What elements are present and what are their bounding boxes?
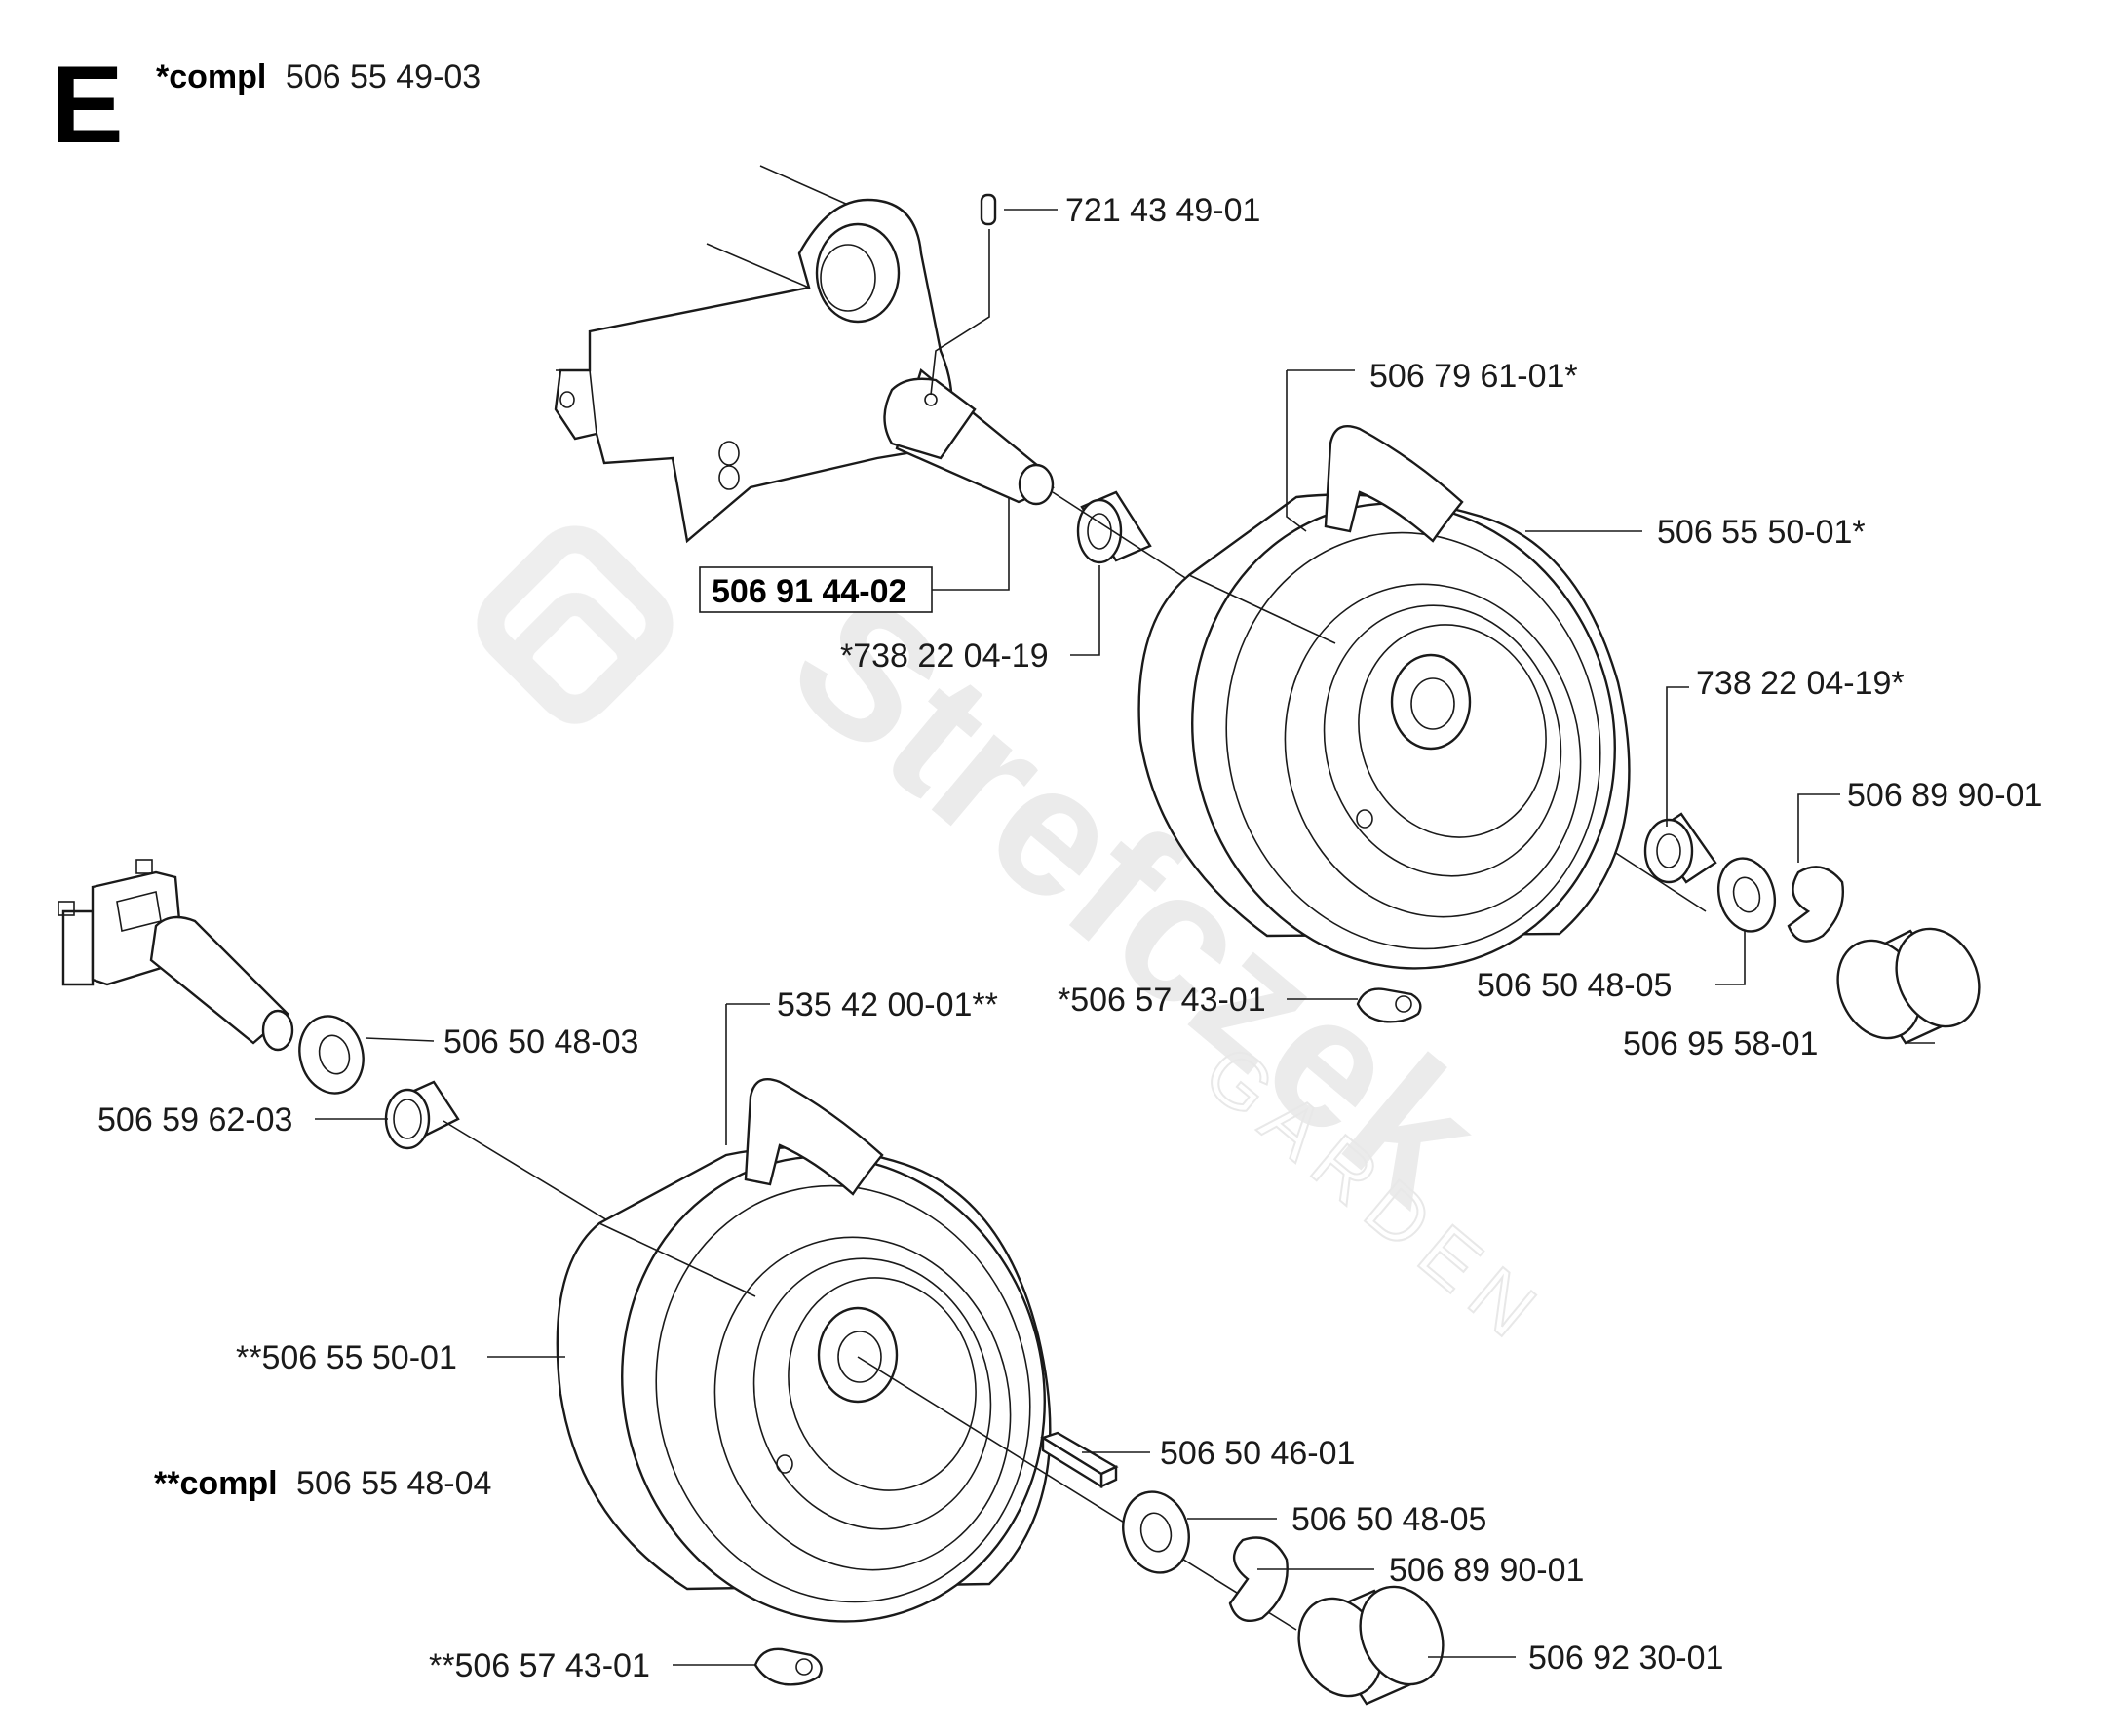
- lower-hub-cap: [1297, 1585, 1445, 1706]
- label-506-91-44-02: 506 91 44-02: [712, 573, 906, 610]
- lower-axle-shaft: [149, 915, 294, 1052]
- upper-valve-clip: [1356, 987, 1422, 1023]
- mounting-bracket: [554, 165, 953, 544]
- watermark-logo-icon: [477, 525, 674, 724]
- label-506-50-48-03: 506 50 48-03: [443, 1023, 638, 1061]
- upper-circlip: [1787, 866, 1844, 943]
- label-738-22-04-19-pre: *738 22 04-19: [840, 637, 1049, 675]
- leader-lines: [315, 209, 1935, 1666]
- lower-washer-left: [298, 1015, 365, 1095]
- label-506-57-43-01-bot: **506 57 43-01: [429, 1647, 650, 1684]
- lower-valve-clip: [753, 1647, 823, 1686]
- label-506-92-30-01: 506 92 30-01: [1528, 1640, 1723, 1677]
- upper-washer: [1717, 857, 1776, 933]
- lower-wheel: [556, 1077, 1052, 1623]
- roll-pin: [980, 193, 997, 226]
- label-506-50-48-05-top: 506 50 48-05: [1477, 967, 1672, 1004]
- label-506-50-46-01: 506 50 46-01: [1160, 1435, 1355, 1472]
- lower-compl-prefix: **compl: [154, 1465, 278, 1502]
- lower-circlip: [1228, 1536, 1289, 1623]
- label-506-50-48-05-bot: 506 50 48-05: [1291, 1501, 1486, 1538]
- upper-axle-shaft: [883, 367, 1055, 506]
- upper-hub-cap: [1836, 927, 1981, 1045]
- lower-bushing: [384, 1080, 460, 1150]
- label-506-57-43-01-top: *506 57 43-01: [1058, 982, 1266, 1019]
- upper-compl-number: 506 55 49-03: [286, 58, 481, 96]
- label-535-42-00-01: 535 42 00-01**: [777, 986, 998, 1023]
- label-721-43-49-01: 721 43 49-01: [1065, 192, 1260, 229]
- wheel-key: [1040, 1431, 1119, 1489]
- lower-compl-number: 506 55 48-04: [296, 1465, 491, 1502]
- label-506-79-61-01: 506 79 61-01*: [1369, 358, 1578, 395]
- section-letter: E: [51, 44, 124, 166]
- upper-wheel: [1137, 424, 1631, 970]
- label-506-55-50-01-dbl: **506 55 50-01: [236, 1339, 457, 1376]
- label-506-95-58-01: 506 95 58-01: [1623, 1025, 1818, 1062]
- label-506-89-90-01-top: 506 89 90-01: [1847, 777, 2042, 814]
- label-506-91-44-02-box: 506 91 44-02: [699, 566, 933, 613]
- upper-bearing-left: [1076, 490, 1152, 564]
- lower-washer-right: [1122, 1490, 1190, 1574]
- upper-bearing-right: [1643, 812, 1717, 884]
- label-506-55-50-01-star: 506 55 50-01*: [1657, 514, 1866, 551]
- label-506-59-62-03: 506 59 62-03: [97, 1101, 292, 1138]
- label-506-89-90-01-bot: 506 89 90-01: [1389, 1552, 1584, 1589]
- upper-compl-prefix: *compl: [156, 58, 266, 96]
- label-738-22-04-19-post: 738 22 04-19*: [1696, 665, 1905, 702]
- upper-compl-label: *compl 506 55 49-03: [156, 58, 481, 96]
- lower-compl-label: **compl 506 55 48-04: [154, 1465, 491, 1502]
